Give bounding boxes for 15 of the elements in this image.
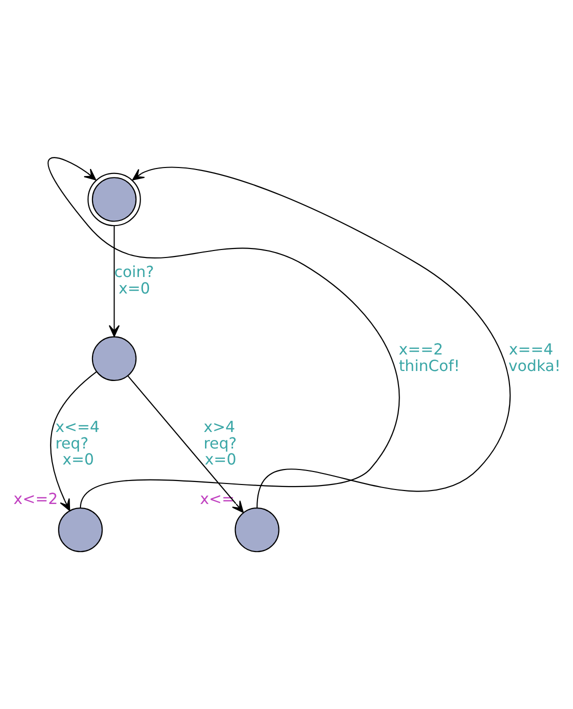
edge-label: x>4 req? x=0 bbox=[204, 418, 237, 469]
node-circle bbox=[92, 336, 137, 381]
arrow bbox=[108, 226, 120, 337]
node-circle bbox=[234, 507, 280, 552]
node-label: x<=2 bbox=[14, 490, 58, 508]
edge-label: x<=4 req? x=0 bbox=[55, 418, 100, 469]
node-circle bbox=[58, 507, 103, 552]
node-label: x<= bbox=[200, 490, 235, 508]
edge-label: x==2 thinCof! bbox=[398, 340, 460, 375]
node-circle bbox=[88, 172, 141, 226]
arrow bbox=[50, 371, 97, 511]
edge-label: x==4 vodka! bbox=[508, 340, 561, 375]
arrow bbox=[132, 167, 510, 508]
edge-label: coin? x=0 bbox=[114, 263, 154, 298]
arrow bbox=[128, 376, 244, 513]
